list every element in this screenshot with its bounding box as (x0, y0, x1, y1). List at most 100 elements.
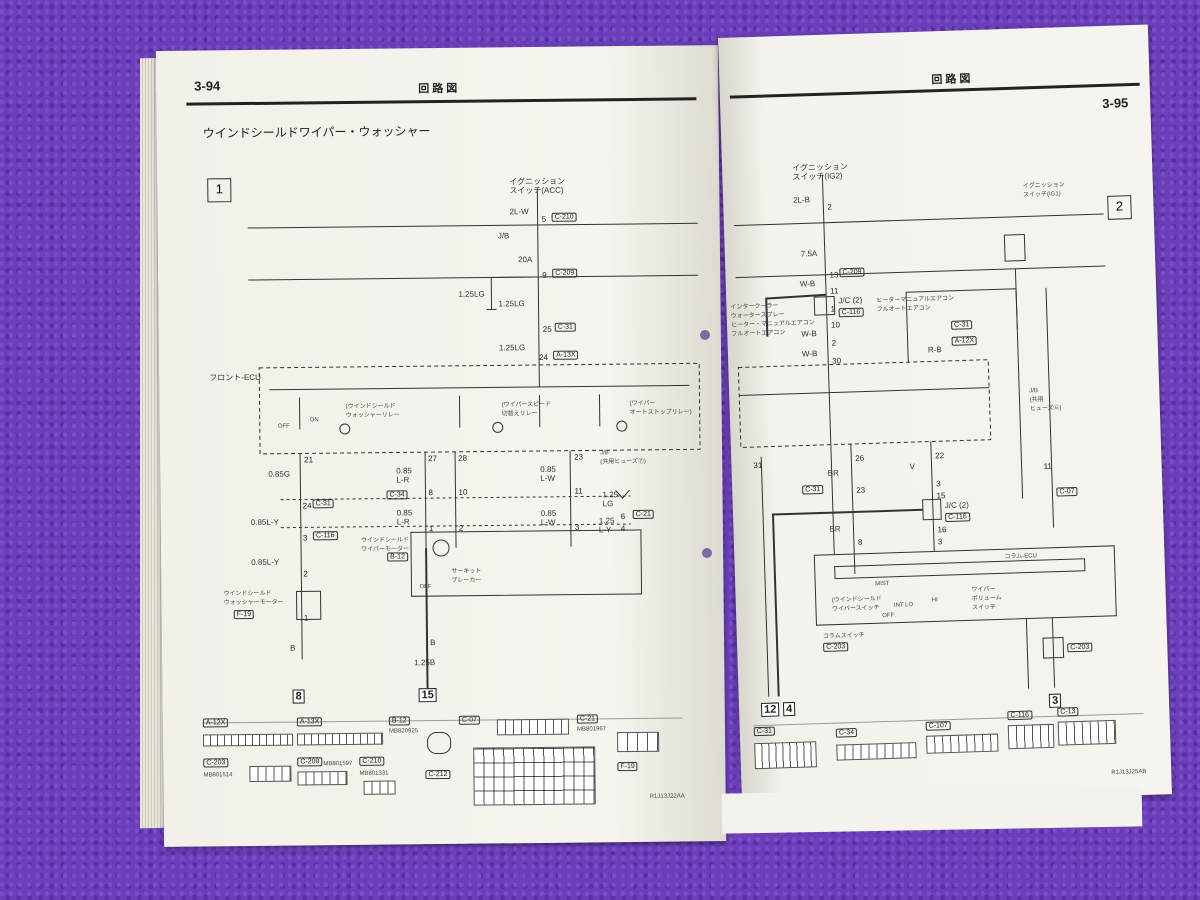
wire-085lw-label: 0.85 L-W (540, 508, 557, 527)
connector-c34: C-34 (386, 490, 408, 500)
wire-2lb-label: 2L-B (792, 195, 811, 205)
legend-c203: C-203 (203, 758, 229, 768)
pin-label: 16 (937, 525, 947, 535)
connector-c203b-right: C-203 (1067, 642, 1093, 653)
washer-relay-label: (ウインドシールド ウォッシャーリレー (345, 403, 400, 419)
connector-c203-right: C-203 (823, 642, 849, 652)
left-page: 3-94 回路図 ウインドシールドワイパー・ウォッシャー 1 (155, 45, 727, 847)
wire-085ly-label: 0.85L-Y (251, 557, 280, 567)
pin-label: 15 (936, 491, 946, 501)
legend-c209-code: MB801597 (323, 760, 353, 768)
terminal-4: 4 (782, 701, 796, 717)
terminal-8: 8 (292, 689, 305, 704)
connector-c116-lower-right: C-116 (945, 512, 970, 523)
binder-hole (700, 330, 710, 340)
connector-a12x-right: A-12X (951, 336, 978, 346)
pin-label: 2 (458, 523, 464, 533)
right-page: 回路図 3-95 2 (718, 24, 1172, 808)
legend-c21-code: MB801967 (576, 726, 607, 733)
wire-125lg-d-label: 1.25 LG (602, 490, 619, 509)
wire-2lw-label: 2L-W (509, 207, 529, 217)
front-ecu-label: フロント-ECU (209, 372, 261, 383)
washer-motor-label: ウインドシールド ウォッシャーモーター (223, 590, 284, 607)
connector-a13x: A-13X (553, 350, 579, 360)
pin-label: 11 (1043, 461, 1053, 471)
off-label: OFF (277, 423, 290, 430)
pin-label: 1 (830, 304, 836, 314)
circuit-breaker-label: サーキット ブレーカー (451, 568, 482, 584)
heater-label: ヒーターマニュアルエアコン フルオートエアコン (876, 295, 955, 314)
connector-c21: C-21 (632, 509, 654, 519)
pin-label: 10 (830, 320, 841, 330)
pin-label: 27 (428, 454, 438, 464)
connector-b12: B-12 (387, 552, 409, 562)
wire-br-label: BR (827, 468, 839, 478)
legend-c209: C-209 (297, 757, 323, 767)
jb-fuse7-label: J/B (共用ヒューズ⑦) (600, 450, 646, 466)
connector-c210: C-210 (551, 212, 577, 222)
connector-pin-diagram (473, 746, 596, 806)
fuse-75a-label: 7.5A (800, 248, 818, 259)
wire-v-label: V (909, 462, 916, 472)
pin-label: 10 (458, 487, 468, 497)
wire-125b-label: 1.25B (414, 658, 436, 668)
wire-085lr-label: 0.85 L-R (396, 466, 412, 485)
connector-c31-right: C-31 (950, 320, 973, 330)
hi-label: HI (931, 597, 938, 604)
terminal-15: 15 (418, 688, 437, 703)
pin-label: 31 (753, 460, 763, 471)
wire-085ly-label: 0.85L-Y (250, 517, 279, 527)
connector-c116-right: C-116 (838, 307, 864, 318)
column-ecu-label: コラム-ECU (1004, 553, 1038, 561)
legend-c107-right: C-107 (925, 721, 951, 731)
legend-a12x: A-12X (202, 718, 229, 728)
pin-label: 28 (458, 453, 468, 463)
right-footer-code: R1J13J25AB (1111, 768, 1147, 777)
legend-c212: C-212 (425, 769, 451, 780)
pin-label: 23 (856, 485, 866, 495)
on-label: ON (309, 417, 319, 424)
jb-fuse6-label: J/B (共用 ヒューズ⑥) (1029, 388, 1062, 413)
ign-switch-ig2-label: イグニッション スイッチ(IG2) (791, 161, 849, 182)
pin-label: 13 (829, 270, 839, 280)
off-label-right: OFF (882, 612, 895, 620)
legend-c07: C-07 (458, 715, 481, 725)
wire-085lw-label: 0.85 L-W (540, 464, 556, 483)
binder-hole (702, 548, 712, 558)
connector-pin-diagram (297, 732, 384, 746)
connector-c31: C-31 (554, 322, 576, 332)
pin-label: 3 (937, 537, 943, 547)
wire-085g-label: 0.85G (268, 469, 291, 479)
ign-switch-acc-label: イグニッション スイッチ(ACC) (509, 176, 566, 196)
connector-pin-diagram (249, 765, 292, 783)
pin-label: 25 (542, 324, 552, 334)
pin-label: 21 (304, 455, 314, 465)
connector-f19: F-19 (233, 609, 255, 620)
connector-c209: C-209 (552, 268, 578, 278)
legend-b12-code: MB820925 (388, 728, 419, 735)
ign-switch-ig1-label: イグニッション スイッチ(IG1) (1022, 182, 1065, 199)
jc2-label: J/C (2) (944, 500, 969, 511)
jb-label: J/B (497, 231, 510, 241)
pin-label: 9 (542, 270, 547, 280)
wire-wb-label: W-B (799, 279, 816, 289)
pin-label: 26 (855, 453, 865, 463)
legend-c21: C-21 (576, 714, 599, 724)
wire-085lr-label: 0.85 L-R (396, 508, 413, 527)
connector-pin-diagram (617, 731, 660, 753)
terminal-12: 12 (760, 702, 780, 717)
connector-pin-diagram (754, 741, 817, 770)
pin-label: 6 (620, 512, 626, 522)
terminal-3: 3 (1048, 693, 1062, 708)
pin-label: 3 (935, 479, 941, 489)
legend-c13-right: C-13 (1057, 707, 1079, 717)
pin-label: 8 (428, 488, 433, 498)
legend-c203-code: MB801514 (203, 772, 233, 779)
fuse-20a-label: 20A (518, 255, 533, 265)
wiper-motor-label: ウインドシールド ワイパーモーター (360, 537, 410, 553)
legend-c31-right: C-31 (753, 726, 776, 737)
legend-b12: B-12 (388, 716, 410, 726)
connector-c116: C-116 (312, 531, 338, 541)
wire-rb-label: R-B (927, 345, 942, 355)
